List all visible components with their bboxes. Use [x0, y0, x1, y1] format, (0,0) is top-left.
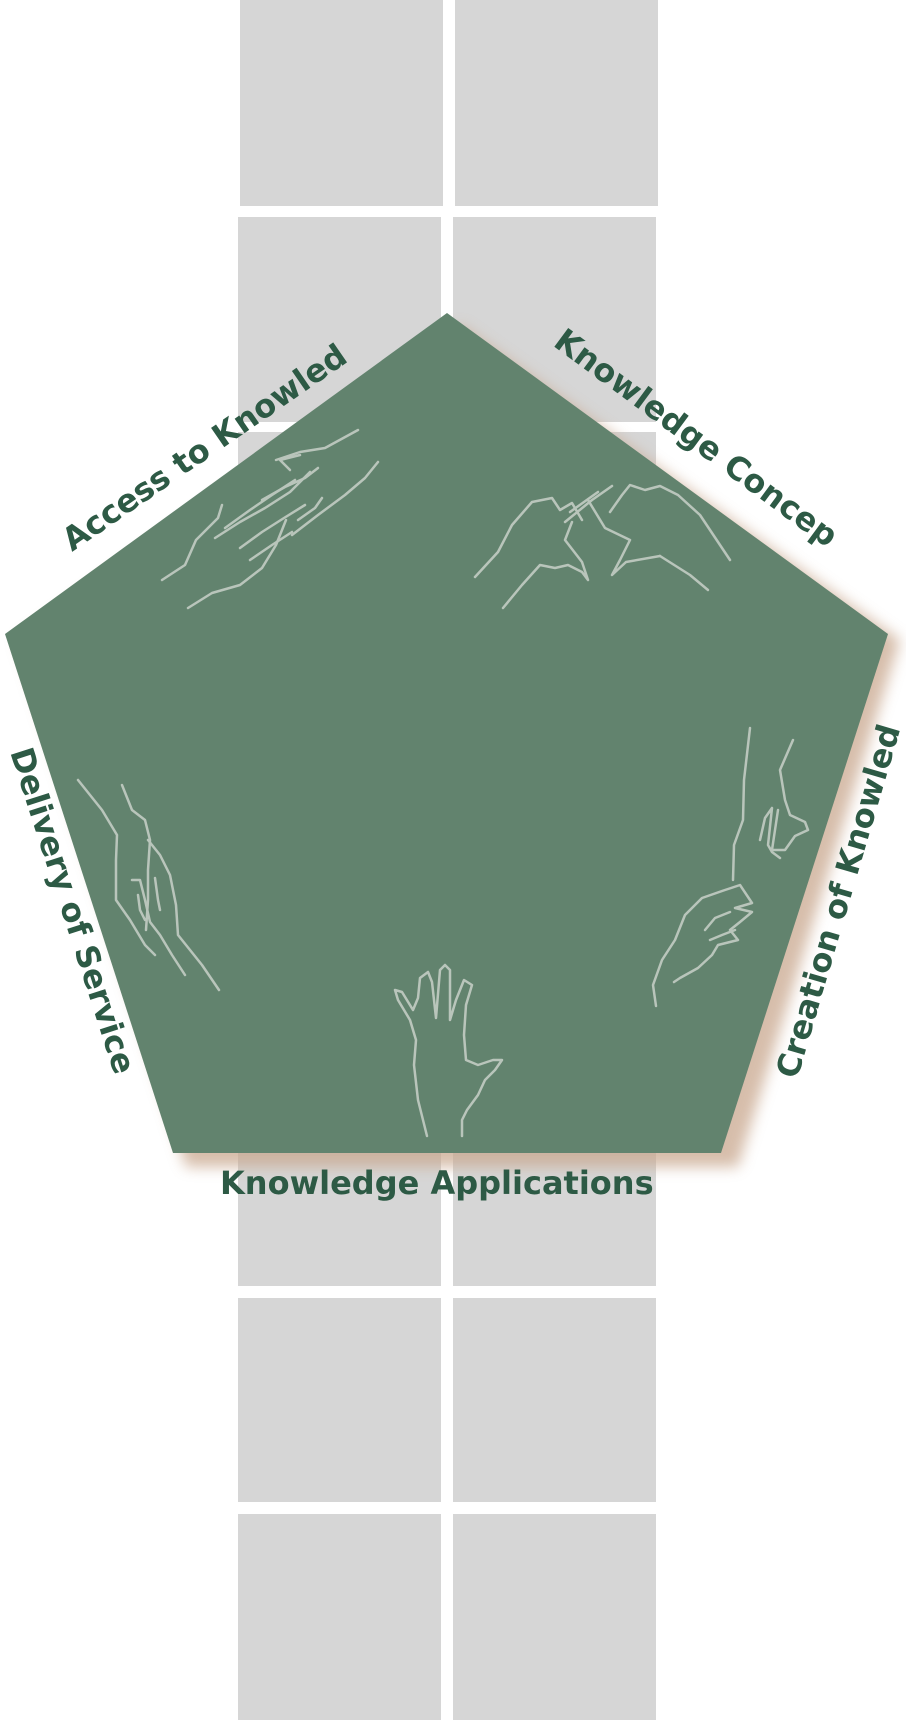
background-tile [455, 0, 658, 206]
pointing-hands-icon [473, 483, 732, 610]
background-tile [453, 1514, 656, 1720]
reaching-hands-icon [651, 726, 810, 1008]
label-knowledge-applications: Knowledge Applications [220, 1164, 654, 1202]
background-tile [238, 1298, 441, 1502]
pentagon-shape [5, 313, 888, 1153]
background-tile [238, 1514, 441, 1720]
hands-touching-icon [160, 428, 380, 610]
hand-gesture-icon [76, 778, 221, 992]
background-tile [453, 1298, 656, 1502]
raised-hand-icon [393, 963, 504, 1138]
background-tile [240, 0, 443, 206]
